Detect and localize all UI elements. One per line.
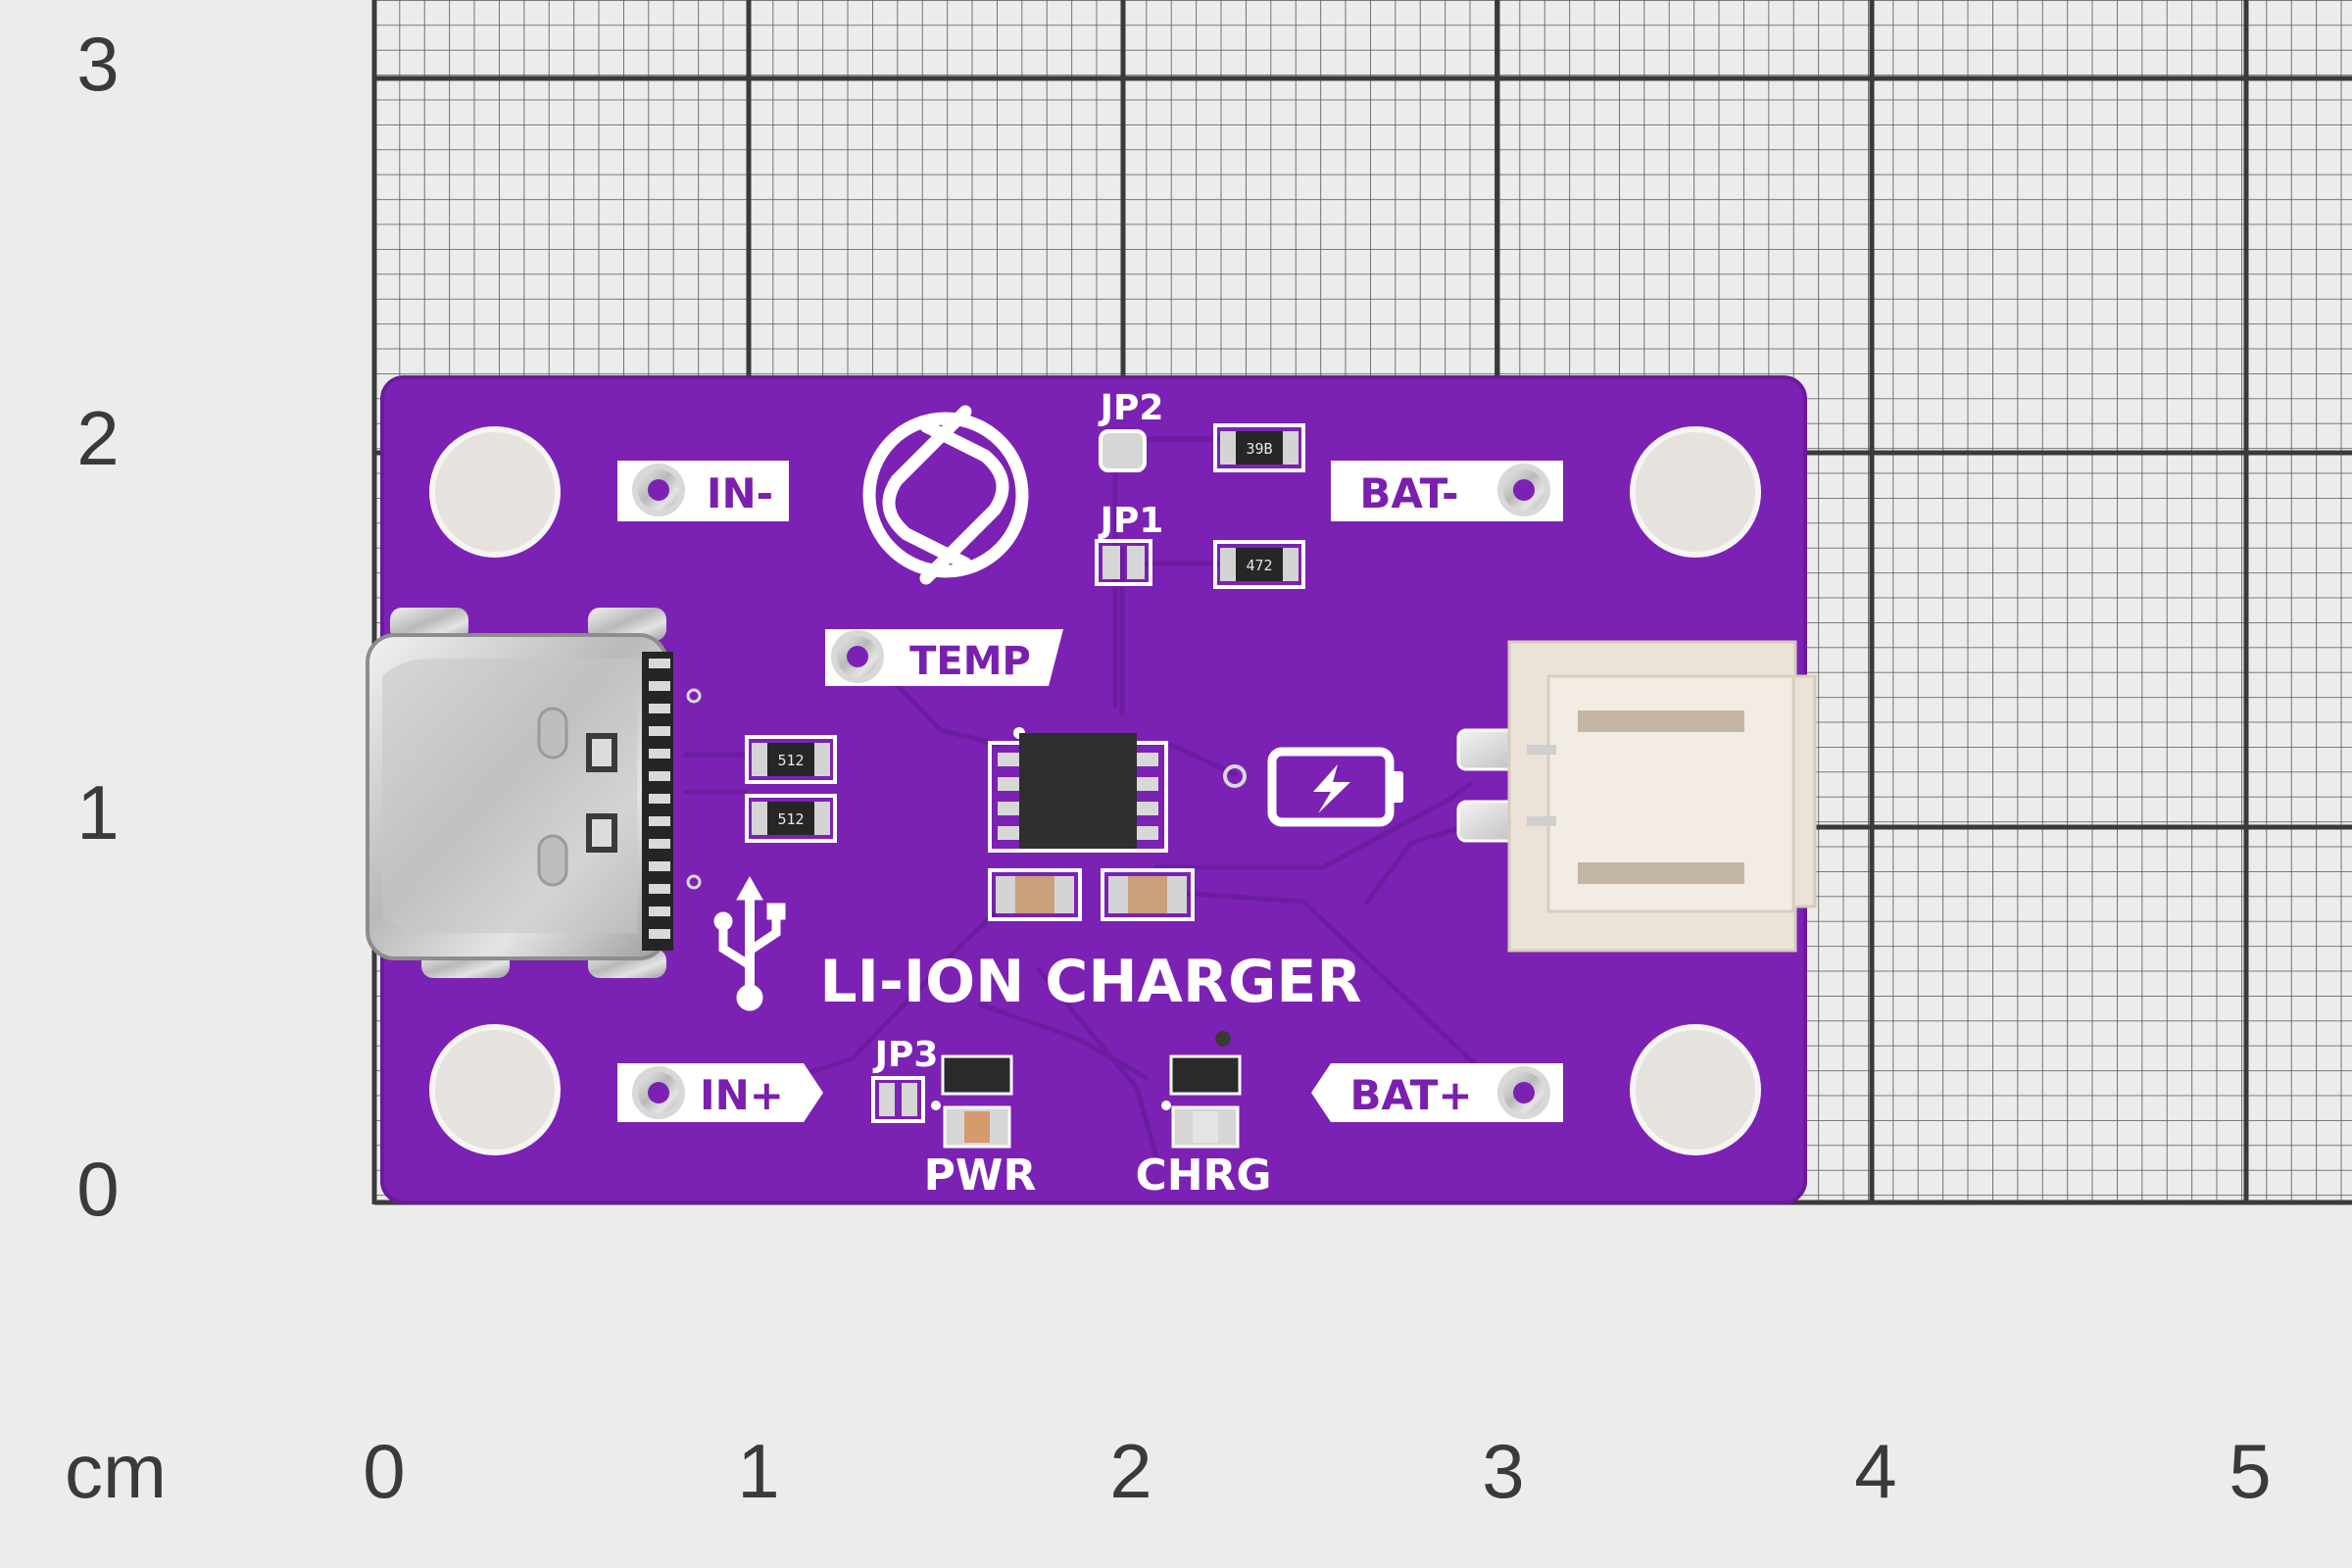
pad-bat-minus: BAT- xyxy=(1331,461,1563,521)
resistor-r2: 472 xyxy=(1213,540,1305,589)
led-label-chrg: CHRG xyxy=(1135,1151,1271,1200)
mounting-holes xyxy=(429,426,1761,1155)
y-tick-0: 0 xyxy=(76,1146,119,1232)
led-label-pwr: PWR xyxy=(924,1151,1037,1200)
resistor-code-r1: 39B xyxy=(1246,440,1272,458)
pad-label-bat-plus: BAT+ xyxy=(1349,1071,1472,1119)
jumper-label-jp1: JP1 xyxy=(1098,501,1164,541)
charger-ic xyxy=(988,727,1247,853)
pad-temp: TEMP xyxy=(825,629,1063,686)
unit-label: cm xyxy=(65,1428,167,1514)
led-chrg: CHRG xyxy=(1135,1031,1272,1200)
pad-in-minus: IN- xyxy=(617,461,789,521)
led-pwr: PWR xyxy=(924,1054,1037,1200)
jumper-jp2: JP2 xyxy=(1098,388,1164,472)
battery-connector xyxy=(1456,640,1817,953)
pad-label-temp: TEMP xyxy=(909,639,1031,684)
resistor-r4: 512 xyxy=(745,794,837,843)
pad-label-in-minus: IN- xyxy=(707,469,773,517)
resistor-r1: 39B xyxy=(1213,423,1305,472)
resistor-code-r3: 512 xyxy=(777,752,804,769)
jumper-jp3: JP3 xyxy=(871,1035,939,1123)
capacitor-c2 xyxy=(1101,868,1195,921)
x-tick-5: 5 xyxy=(2229,1428,2271,1514)
x-tick-1: 1 xyxy=(737,1428,779,1514)
pad-bat-plus: BAT+ xyxy=(1311,1063,1563,1122)
x-tick-4: 4 xyxy=(1854,1428,1896,1514)
usb-c-connector xyxy=(366,608,702,978)
logo-icon xyxy=(862,405,1029,585)
resistor-code-r2: 472 xyxy=(1246,557,1272,574)
x-tick-3: 3 xyxy=(1482,1428,1524,1514)
resistor-code-r4: 512 xyxy=(777,810,804,828)
y-tick-3: 3 xyxy=(76,21,119,107)
y-tick-1: 1 xyxy=(76,769,119,856)
x-tick-0: 0 xyxy=(363,1428,405,1514)
resistor-r3: 512 xyxy=(745,735,837,784)
board-title: LI-ION CHARGER xyxy=(819,948,1361,1016)
usb-icon xyxy=(713,875,786,1011)
pcb-board: IN- BAT- IN+ BAT+ TEMP xyxy=(380,375,1817,1204)
jumper-label-jp3: JP3 xyxy=(872,1035,939,1075)
pad-label-in-plus: IN+ xyxy=(700,1071,784,1119)
pad-label-bat-minus: BAT- xyxy=(1359,469,1458,517)
y-tick-2: 2 xyxy=(76,395,119,481)
battery-charge-icon xyxy=(1267,747,1403,827)
x-axis-labels: cm 0 1 2 3 4 5 xyxy=(65,1428,2272,1514)
capacitor-c1 xyxy=(988,868,1082,921)
jumper-label-jp2: JP2 xyxy=(1098,388,1164,428)
pad-in-plus: IN+ xyxy=(617,1063,823,1122)
x-tick-2: 2 xyxy=(1109,1428,1152,1514)
y-axis-labels: 3 2 1 0 xyxy=(76,21,119,1232)
jumper-jp1: JP1 xyxy=(1095,501,1164,586)
